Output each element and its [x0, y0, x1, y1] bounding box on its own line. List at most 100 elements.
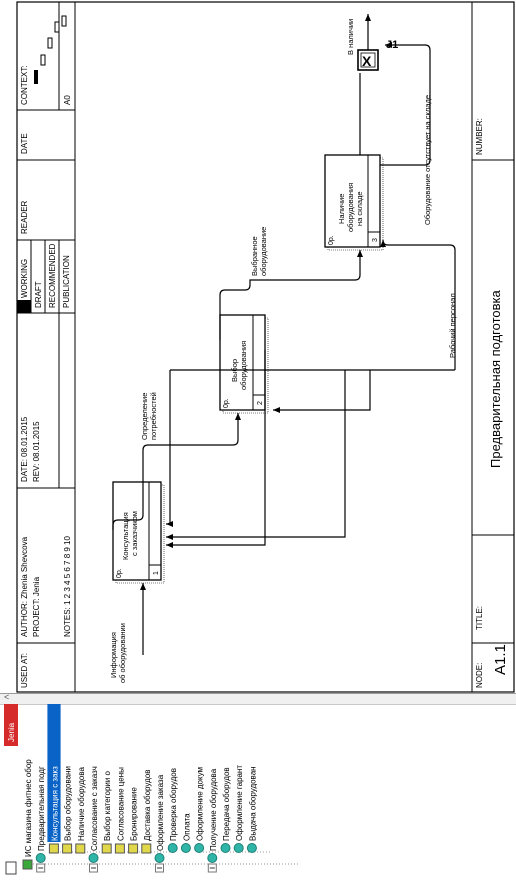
tree-root[interactable]: Jenia	[4, 704, 18, 875]
tree-item-label: Выбор категории о	[103, 770, 112, 841]
activity-icon	[194, 843, 205, 853]
tree-item-label: Согласование с заказч	[90, 766, 99, 851]
tree-item[interactable]: Выбор категории о	[101, 770, 112, 854]
activity-box-2[interactable]: Выбор оборудования 0р. 2	[219, 314, 269, 414]
box-label: оборудования	[346, 183, 355, 232]
tree-item[interactable]: Доставка оборудов	[141, 769, 152, 854]
tree-item-label: Наличие оборудова	[77, 766, 86, 841]
arrow-needs[interactable]	[112, 413, 241, 530]
tree-item-label: Выдача оборудован	[248, 766, 257, 841]
project-text: PROJECT: Jenia	[32, 576, 41, 637]
status-publication: PUBLICATION	[62, 255, 71, 308]
box-number: 2	[257, 401, 264, 405]
activity-icon	[220, 843, 231, 853]
box-label: на складе	[355, 191, 364, 226]
idef0-diagram: USED AT: AUTHOR: Zhenia Shevcova PROJECT…	[16, 1, 515, 693]
context-node: A0	[63, 95, 72, 105]
tree-item-label: Оформление гарант	[235, 765, 244, 841]
tree-item[interactable]: Консультация с закз	[47, 704, 61, 854]
tree-item[interactable]: Выдача оборудован	[246, 766, 257, 853]
tree-item-label: Бронирование	[130, 787, 139, 841]
box-label: Наличие	[337, 194, 346, 224]
used-at-label: USED AT:	[20, 653, 29, 688]
tree-item[interactable]: Передача оборудов	[220, 767, 231, 853]
box-label: оборудования	[239, 341, 248, 390]
diagram-icon	[62, 843, 73, 854]
tree-item-label: Доставка оборудов	[143, 769, 152, 841]
box-label: Консультация	[121, 512, 130, 560]
scroll-left-arrow[interactable]: <	[4, 692, 10, 702]
context-box	[40, 54, 46, 66]
arrow-input-label: об оборудовании	[118, 623, 127, 683]
tree-root-label: Jenia	[7, 722, 16, 742]
number-label: NUMBER:	[475, 118, 484, 155]
tree-item-label: Оформление докум	[196, 767, 205, 841]
context-box	[61, 15, 67, 27]
status-working: WORKING	[20, 259, 29, 298]
diagram-icon	[101, 843, 112, 854]
diagram-icon	[141, 843, 152, 854]
diagram-frame	[16, 1, 515, 693]
activity-icon	[233, 843, 244, 853]
tree-item[interactable]: Наличие оборудова	[75, 766, 86, 854]
tree-item[interactable]: Оформление гарант	[233, 765, 244, 853]
tree-item-label: ИС магазина фитнес обор	[24, 759, 33, 857]
box-number: 3	[372, 238, 379, 242]
activity-icon	[35, 853, 46, 863]
activity-icon	[154, 853, 165, 863]
tree-item[interactable]: Оплата	[180, 813, 191, 853]
activity-icon	[167, 843, 178, 853]
arrow-mechanism-label: Рабочий персонал	[448, 293, 457, 358]
activity-icon	[88, 853, 99, 863]
box-cost: 0р.	[116, 568, 123, 578]
arrow-input-label: Информация	[109, 632, 118, 678]
context-box	[54, 21, 60, 33]
junction-x[interactable]: X	[357, 49, 379, 71]
diagram-icon	[75, 843, 86, 854]
model-explorer-panel: < Jenia ИС магазина фитнес обор Предварите…	[0, 692, 516, 883]
arrow-present-label: В наличии	[346, 19, 355, 55]
tree-item[interactable]: Выбор оборудовани	[62, 766, 73, 854]
tree-item-label: Оформление заказа	[156, 774, 165, 851]
diagram-title: Предварительная подготовка	[488, 290, 503, 468]
rev-text: REV: 08.01.2015	[32, 421, 41, 482]
tree-item[interactable]: Предварительная подг	[35, 766, 46, 873]
context-box	[47, 37, 53, 49]
tree-item-label: Предварительная подг	[37, 766, 46, 851]
activity-box-3[interactable]: Наличие оборудования на складе 0р. 3	[324, 154, 384, 251]
arrow-absent[interactable]	[380, 42, 431, 166]
scrollbar[interactable]: <	[0, 692, 516, 705]
diagram-icon	[114, 843, 125, 854]
tree-item[interactable]: Бронирование	[128, 787, 139, 854]
arrow-needs-label: Определение	[140, 393, 149, 440]
tree-item[interactable]: Согласование цены	[114, 767, 125, 854]
junction-symbol: X	[362, 53, 372, 69]
date-col-label: DATE	[20, 133, 29, 154]
tree-item[interactable]: Получение оборудова	[207, 768, 218, 873]
arrow-mechanism[interactable]	[166, 239, 456, 548]
tree-item[interactable]: Согласование с заказч	[88, 766, 99, 873]
arrow-needs-label: потребностей	[149, 392, 158, 440]
title-label: TITLE:	[475, 606, 484, 630]
arrow-selected-label: Выбранное	[250, 236, 259, 276]
box-label: с заказчиком	[130, 511, 139, 556]
activity-icon	[207, 853, 218, 863]
diagram-icon	[22, 859, 33, 870]
tree-item-label: Проверка оборудов	[169, 768, 178, 841]
activity-box-1[interactable]: Консультация с заказчиком 0р. 1	[112, 481, 165, 584]
arrow-absent-label: Оборудование отсутствует на складе	[423, 95, 432, 225]
tree-item[interactable]: Оформление докум	[194, 767, 205, 853]
tree-item[interactable]: Оформление заказа	[154, 774, 165, 873]
tree-item[interactable]: ИС магазина фитнес обор	[22, 759, 33, 870]
tree-item-label: Выбор оборудовани	[64, 766, 73, 841]
diagram-icon	[128, 843, 139, 854]
tree-item[interactable]: Проверка оборудов	[167, 768, 178, 853]
diagram-icon	[48, 843, 59, 854]
context-box	[34, 70, 38, 84]
date-text: DATE: 08.01.2015	[20, 416, 29, 482]
tree-item-label: Согласование цены	[116, 767, 125, 841]
tree-item-label: Оплата	[182, 813, 191, 841]
tree-item-label: Передача оборудов	[222, 767, 231, 841]
arrow-selected-label: оборудование	[259, 227, 268, 276]
arrow-selected[interactable]	[219, 250, 363, 340]
